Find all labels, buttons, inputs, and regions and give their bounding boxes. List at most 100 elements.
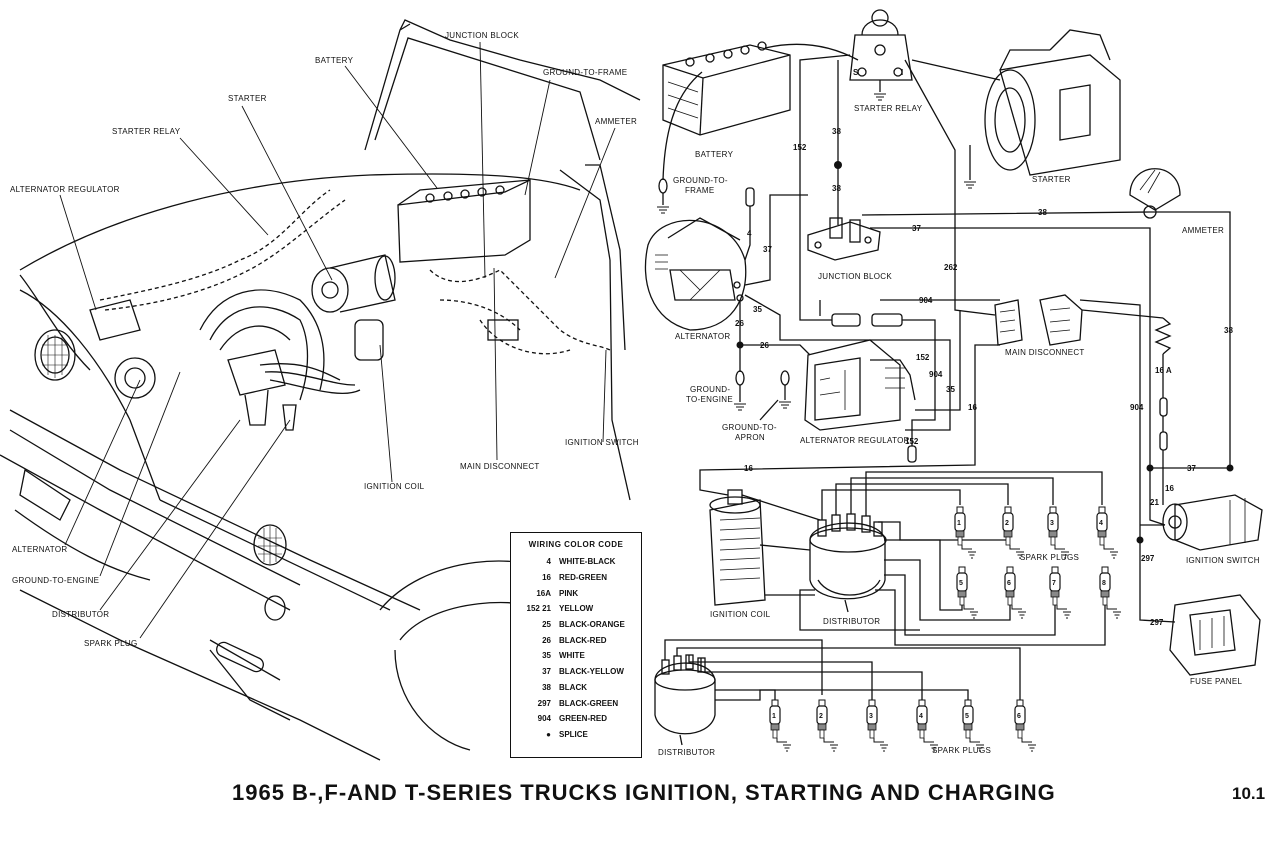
label-ignition-switch-schematic: IGNITION SWITCH <box>1186 556 1260 565</box>
spark-plug <box>816 699 839 752</box>
main-disconnect-symbol <box>994 294 1083 346</box>
label-ground-to-frame-schematic-2: FRAME <box>685 186 715 195</box>
label-ground-to-frame: GROUND-TO-FRAME <box>543 68 627 77</box>
plug-number: 6 <box>1007 580 1011 587</box>
starter-motor-symbol <box>963 29 1121 189</box>
label-starter-schematic: STARTER <box>1032 175 1071 184</box>
plug-number: 4 <box>1099 520 1103 527</box>
label-ignition-switch: IGNITION SWITCH <box>565 438 639 447</box>
legend-code: 38 <box>542 682 551 692</box>
plug-number: 1 <box>772 713 776 720</box>
wire-number: 904 <box>919 296 933 305</box>
fuse-panel-symbol <box>1169 594 1261 676</box>
label-junction-block: JUNCTION BLOCK <box>445 31 519 40</box>
legend-title: WIRING COLOR CODE <box>528 540 624 549</box>
label-spark-plugs-v8: SPARK PLUGS <box>1020 553 1079 562</box>
label-main-disconnect: MAIN DISCONNECT <box>460 462 540 471</box>
label-alternator-regulator: ALTERNATOR REGULATOR <box>10 185 120 194</box>
label-distributor-v8: DISTRIBUTOR <box>823 617 880 626</box>
plug-number: 7 <box>1052 580 1056 587</box>
label-fuse-panel: FUSE PANEL <box>1190 677 1242 686</box>
truck-engine-view <box>0 19 641 761</box>
wire-number: 4 <box>747 229 752 238</box>
legend-color: BLACK-ORANGE <box>559 620 625 630</box>
wire-number: 297 <box>1150 618 1164 627</box>
schematic <box>644 9 1263 746</box>
wire-number: 26 <box>760 341 769 350</box>
plug-number: 5 <box>965 713 969 720</box>
splice-dot <box>1136 536 1144 544</box>
legend-row: 25 BLACK-ORANGE <box>517 617 635 633</box>
legend-code: ● <box>546 729 551 739</box>
plug-number: 3 <box>869 713 873 720</box>
legend-color: RED-GREEN <box>559 573 608 583</box>
ignition-switch-symbol <box>1162 494 1263 551</box>
plug-number: 5 <box>959 580 963 587</box>
legend-color: BLACK-GREEN <box>559 698 619 708</box>
splice-dot <box>736 341 744 349</box>
label-ground-to-engine-schematic: GROUND- <box>690 385 730 394</box>
legend-code: 25 <box>542 620 551 630</box>
wire-number: 16 A <box>1155 366 1172 375</box>
label-battery-schematic: BATTERY <box>695 150 734 159</box>
wire-number: 37 <box>1187 464 1196 473</box>
page-title: 1965 B-,F-AND T-SERIES TRUCKS IGNITION, … <box>232 780 1056 805</box>
legend-color: WHITE-BLACK <box>559 557 616 567</box>
left-view-leaders <box>59 41 616 639</box>
alternator-symbol <box>644 217 747 331</box>
label-distributor-six: DISTRIBUTOR <box>658 748 715 757</box>
wire-number: 35 <box>753 305 762 314</box>
legend-code: 37 <box>542 667 551 677</box>
ammeter-symbol <box>1129 168 1181 219</box>
wiring-color-code-legend: WIRING COLOR CODE 4 WHITE-BLACK 16 RED-GREE… <box>510 532 642 758</box>
legend-color: BLACK-RED <box>559 635 607 645</box>
legend-code: 297 <box>537 698 551 708</box>
label-ground-to-engine-schematic-2: TO-ENGINE <box>686 395 733 404</box>
label-starter-relay-schematic: STARTER RELAY <box>854 104 923 113</box>
wire-number: 16 <box>744 464 753 473</box>
wire-numbers: 38 38 38 38 152 152 152 262 37 37 37 4 2… <box>735 127 1233 627</box>
spark-plug <box>1049 566 1072 619</box>
regulator-symbol <box>804 339 916 431</box>
legend-row: 26 BLACK-RED <box>517 632 635 648</box>
splice-dot <box>1146 464 1154 472</box>
plug-number: 3 <box>1050 520 1054 527</box>
legend-color: GREEN-RED <box>559 714 608 724</box>
wire-number: 38 <box>1038 208 1047 217</box>
label-alternator-regulator-schematic: ALTERNATOR REGULATOR <box>800 436 910 445</box>
legend-code: 152 21 <box>526 604 551 614</box>
label-ignition-coil: IGNITION COIL <box>364 482 425 491</box>
spark-plug <box>1096 506 1119 559</box>
wire-number: 16 <box>968 403 977 412</box>
wire-number: 16 <box>1165 484 1174 493</box>
splice-dot <box>1226 464 1234 472</box>
legend-row: 16 RED-GREEN <box>517 570 635 586</box>
spark-plugs-v8: 1 2 3 4 5 6 7 8 <box>954 506 1122 619</box>
legend-code: 16 <box>542 573 551 583</box>
wire-number: 262 <box>944 263 958 272</box>
spark-plug <box>1014 699 1037 752</box>
label-ignition-coil-schematic: IGNITION COIL <box>710 610 771 619</box>
page-number: 10.1 <box>1232 784 1266 803</box>
legend-code: 16A <box>536 588 551 598</box>
battery-symbol <box>662 41 791 136</box>
label-starter-relay: STARTER RELAY <box>112 127 181 136</box>
wire-number: 35 <box>946 385 955 394</box>
plug-number: 2 <box>819 713 823 720</box>
label-starter: STARTER <box>228 94 267 103</box>
label-ammeter-schematic: AMMETER <box>1182 226 1224 235</box>
plug-number: 8 <box>1102 580 1106 587</box>
legend-code: 4 <box>546 557 551 567</box>
schematic-labels: BATTERY GROUND-TO- FRAME STARTER RELAY S… <box>658 104 1260 757</box>
wire-number: 38 <box>832 127 841 136</box>
spark-plug <box>962 699 985 752</box>
wire-number: 37 <box>912 224 921 233</box>
legend-code: 26 <box>542 635 551 645</box>
label-ammeter: AMMETER <box>595 117 637 126</box>
